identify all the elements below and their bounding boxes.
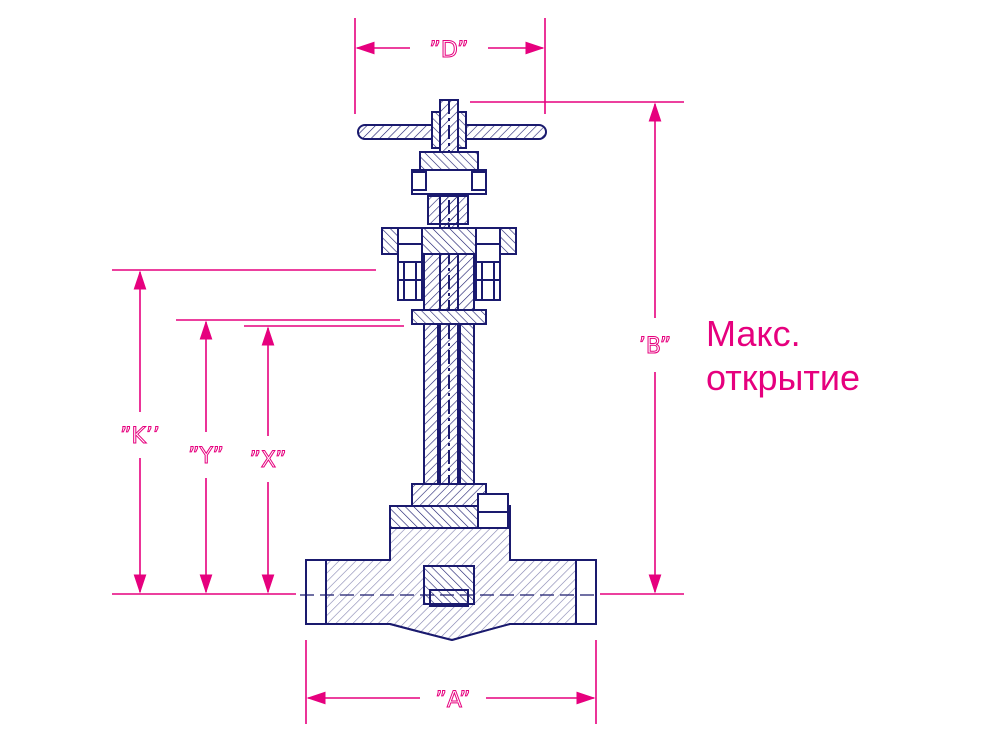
note-line-2: открытие [706,357,860,398]
gland-nut [411,151,487,225]
max-open-note: Макс. открытие [706,312,860,400]
dim-label-a: ”A” [435,688,470,713]
bonnet-flange [381,227,517,325]
dimension-lines [112,18,684,724]
extension-bonnet [423,323,475,485]
dim-label-b: ’B” [639,334,671,359]
dim-label-x: ”X” [250,448,287,473]
dim-label-k: ”K’’ [120,424,160,449]
note-line-1: Макс. [706,313,801,354]
valve-body [305,527,597,642]
valve-body-group [300,99,600,642]
dim-label-y: ”Y” [188,444,224,469]
dim-label-d: ”D” [429,38,468,63]
